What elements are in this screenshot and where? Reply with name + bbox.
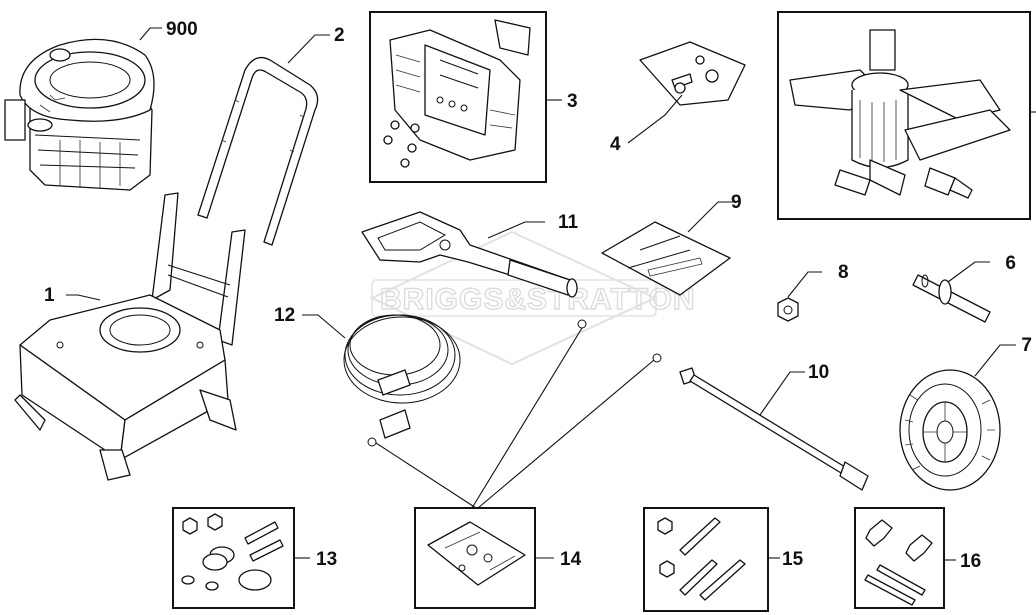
watermark-text: BRIGGS&STRATTON xyxy=(380,283,696,316)
box-control-panel xyxy=(369,11,547,183)
part-hardware-kit-16 xyxy=(864,519,933,606)
part-frame xyxy=(14,192,246,481)
part-wheel xyxy=(899,369,1001,491)
callout-16: 16 xyxy=(960,551,981,572)
box-pump xyxy=(777,11,1031,220)
callout-7: 7 xyxy=(1021,335,1032,356)
callout-10: 10 xyxy=(808,362,829,383)
callout-14: 14 xyxy=(560,549,582,570)
part-control-panel xyxy=(383,19,531,168)
box-hardware-15 xyxy=(643,507,769,612)
callout-2: 2 xyxy=(334,25,345,46)
part-spray-gun xyxy=(361,211,578,298)
callout-9: 9 xyxy=(731,192,742,213)
callout-900: 900 xyxy=(166,19,198,40)
part-fittings-bag xyxy=(639,41,746,106)
part-nozzle-bag xyxy=(601,221,731,296)
callout-12: 12 xyxy=(274,305,295,326)
part-wand xyxy=(652,353,869,491)
callout-4: 4 xyxy=(610,134,621,155)
kit-connector-lines xyxy=(375,319,655,509)
part-hardware-kit-14 xyxy=(427,521,526,586)
part-hose xyxy=(343,314,461,447)
callout-13: 13 xyxy=(316,549,337,570)
leader-lines xyxy=(66,27,1036,561)
brand-watermark: BRIGGS&STRATTON xyxy=(369,230,696,366)
callout-5: 5 xyxy=(1023,103,1034,124)
part-engine xyxy=(4,38,155,191)
callout-labels: 900 2 3 4 5 6 7 8 9 10 11 12 1 13 14 15 … xyxy=(44,19,1034,572)
part-nut xyxy=(777,297,799,322)
part-axle xyxy=(912,274,991,323)
callout-1: 1 xyxy=(44,285,55,306)
part-pump xyxy=(789,29,1011,199)
callout-15: 15 xyxy=(782,549,804,570)
box-hardware-16 xyxy=(854,507,945,609)
part-handle xyxy=(197,56,319,246)
part-hardware-kit-15 xyxy=(657,517,746,601)
part-hardware-kit-13 xyxy=(181,513,284,591)
callout-3: 3 xyxy=(567,91,578,112)
callout-8: 8 xyxy=(838,262,849,283)
callout-6: 6 xyxy=(1005,253,1016,274)
callout-11: 11 xyxy=(558,212,579,233)
